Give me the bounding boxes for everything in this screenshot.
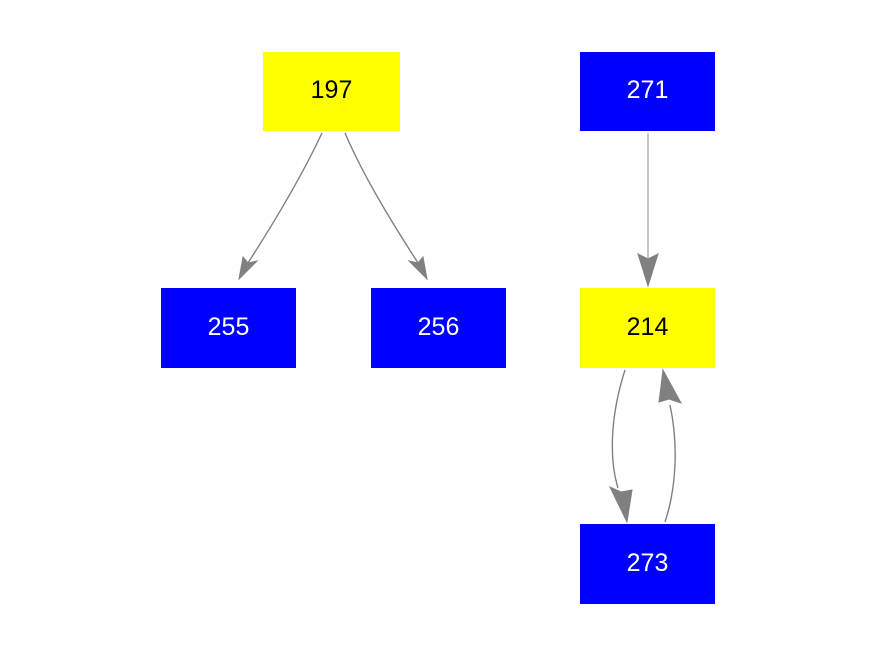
node-label: 197	[310, 76, 353, 104]
node-label: 273	[626, 548, 669, 577]
arrowhead-icon	[238, 255, 259, 281]
edge-271-214	[637, 133, 659, 288]
graph-node-197[interactable]: 197	[263, 52, 400, 131]
node-label: 214	[626, 312, 669, 341]
edge-line	[245, 132, 323, 267]
edge-line	[344, 132, 421, 267]
edge-197-255	[238, 132, 323, 281]
edge-line	[611, 369, 626, 489]
node-label: 255	[207, 312, 250, 341]
edge-273-214	[658, 368, 683, 523]
edge-line	[664, 404, 676, 523]
node-label: 256	[417, 312, 460, 341]
arrowhead-icon	[407, 255, 428, 281]
edge-214-273	[608, 369, 633, 524]
graph-node-255[interactable]: 255	[161, 288, 296, 368]
graph-node-214[interactable]: 214	[580, 288, 715, 368]
arrowhead-icon	[608, 485, 633, 524]
graph-node-273[interactable]: 273	[580, 524, 715, 604]
graph-node-256[interactable]: 256	[371, 288, 506, 368]
arrowhead-icon	[658, 368, 683, 404]
edge-197-256	[344, 132, 428, 281]
arrowhead-icon	[637, 253, 659, 288]
node-label: 271	[626, 76, 669, 104]
graph-node-271[interactable]: 271	[580, 52, 715, 131]
